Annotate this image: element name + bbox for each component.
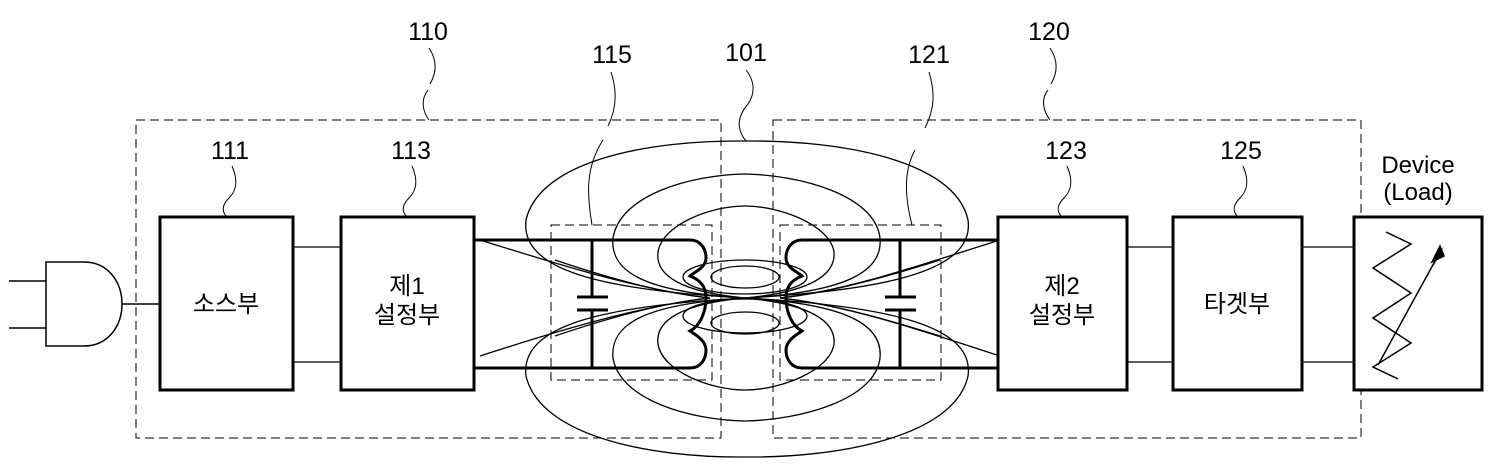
- second-setting-label-line2: 설정부: [1029, 302, 1095, 329]
- target-block: [1171, 215, 1304, 392]
- ref-magnetic-field: 101: [725, 39, 767, 67]
- ref-rx-resonator: 121: [908, 41, 950, 69]
- device-block: [1352, 215, 1484, 392]
- second-setting-block: [996, 215, 1129, 392]
- first-setting-block: [339, 215, 476, 392]
- block-labels: 소스부 제1 설정부 제2 설정부 타겟부 Device (Load): [193, 152, 1455, 329]
- plug-icon: [9, 261, 160, 347]
- tx-resonator-box: [550, 224, 713, 381]
- capacitor-icon: [577, 240, 608, 368]
- device-label-line2: (Load): [1383, 179, 1452, 206]
- source-block: [158, 215, 295, 392]
- ref-first-setting: 113: [391, 137, 431, 165]
- device-label-line1: Device: [1381, 152, 1454, 179]
- source-label: 소스부: [193, 291, 259, 318]
- leader-lines: [222, 47, 1248, 226]
- capacitor-icon: [885, 240, 916, 368]
- first-setting-label-line2: 설정부: [374, 302, 440, 329]
- ref-transmitter: 110: [408, 18, 448, 46]
- transmitter-group-box: [135, 119, 722, 439]
- first-setting-label-line1: 제1: [389, 273, 424, 300]
- rx-resonator-box: [779, 224, 942, 381]
- target-label: 타겟부: [1204, 291, 1270, 318]
- ref-tx-resonator: 115: [592, 41, 632, 69]
- ref-receiver: 120: [1028, 18, 1070, 46]
- thin-wires: [293, 246, 1354, 363]
- ref-second-setting: 123: [1045, 137, 1087, 165]
- ref-source: 111: [211, 137, 249, 165]
- variable-resistor-icon: [1371, 231, 1445, 380]
- resonator-wires: [474, 238, 998, 370]
- second-setting-label-line1: 제2: [1044, 273, 1079, 300]
- reference-numerals: 110 111 113 115 101 121 120 123 125: [211, 18, 1262, 165]
- magnetic-field-lines: [479, 140, 1001, 458]
- ref-target: 125: [1220, 137, 1262, 165]
- blocks: [158, 215, 1484, 392]
